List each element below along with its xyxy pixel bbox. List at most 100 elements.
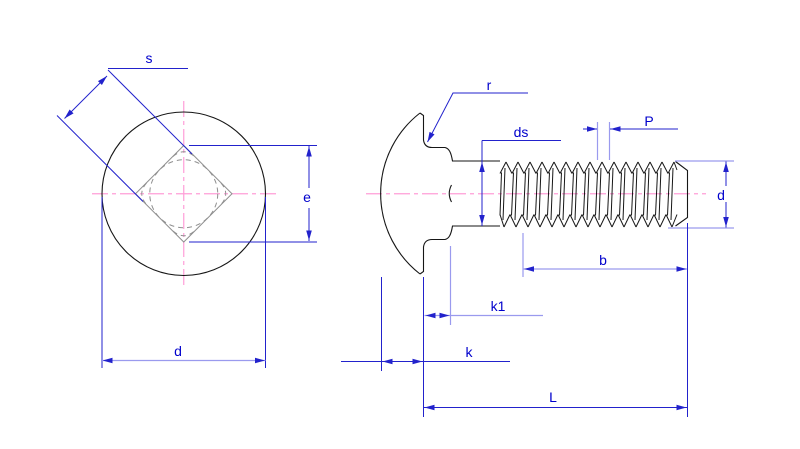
thread-hatching [499, 161, 678, 228]
thread-line [541, 161, 549, 174]
thread-line [647, 214, 655, 228]
arrowhead [676, 266, 687, 272]
thread-line [499, 172, 502, 216]
arrowhead [479, 215, 485, 225]
corner-arc-top [172, 151, 195, 157]
dim-label-l: L [549, 389, 557, 405]
thread-line [667, 161, 675, 174]
thread-line [598, 167, 602, 221]
arrowhead [412, 358, 423, 365]
thread-line [499, 161, 507, 174]
arrowhead [425, 312, 436, 319]
thread-line [517, 161, 525, 174]
dim-label-k: k [466, 344, 474, 360]
dim-label-d-head: d [174, 343, 182, 359]
thread-line [643, 161, 651, 174]
arrowhead [64, 109, 74, 119]
thread-line [599, 214, 607, 228]
thread-line [649, 161, 657, 174]
dim-d-thread: d [668, 160, 734, 229]
arrowhead [723, 217, 729, 227]
dim-label-b: b [599, 252, 607, 268]
head-dome-outline [380, 112, 421, 275]
thread-line [581, 214, 589, 228]
thread-line [551, 214, 559, 228]
thread-line [571, 172, 574, 216]
thread-line [623, 214, 631, 228]
thread-line [583, 161, 591, 174]
dim-label-ds: ds [514, 124, 529, 140]
thread-line [559, 172, 562, 216]
thread-line [625, 161, 633, 174]
arrowhead [427, 131, 435, 142]
thread-line [523, 172, 526, 216]
dim-label-e: e [303, 189, 311, 205]
dim-k: k [341, 277, 510, 371]
thread-line [629, 214, 637, 228]
thread-line [587, 214, 595, 228]
arrowhead [424, 404, 435, 411]
dim-label-s: s [146, 50, 153, 66]
thread-line [509, 214, 517, 228]
thread-line [607, 161, 615, 174]
dim-s: s [56, 50, 193, 202]
thread-line [673, 161, 678, 171]
thread-line [557, 214, 565, 228]
thread-line [526, 167, 530, 221]
thread-line [571, 161, 579, 174]
dim-label-p: P [644, 113, 653, 129]
thread-line [655, 172, 658, 216]
thread-line [529, 161, 537, 174]
head-front-view [92, 101, 277, 288]
thread-line [631, 161, 639, 174]
thread-line [553, 161, 561, 174]
thread-line [559, 161, 567, 174]
thread-line [631, 172, 634, 216]
head-neck-top-outline [419, 112, 500, 162]
s-dimension-line [64, 75, 108, 119]
dimension-arrowheads [64, 76, 729, 411]
corner-arc-right [220, 182, 227, 205]
arrowhead [676, 404, 687, 411]
thread-line [565, 161, 573, 174]
thread-line [547, 172, 550, 216]
arrowhead [255, 357, 265, 364]
thread-line [655, 161, 663, 174]
thread-line [617, 214, 625, 228]
thread-line [613, 161, 621, 174]
arrowhead [306, 230, 312, 241]
thread-line [523, 161, 531, 174]
dim-ds: ds [481, 124, 561, 226]
arrowhead [306, 146, 312, 157]
dim-label-k1: k1 [491, 298, 506, 314]
s-extension-line-1 [107, 69, 193, 155]
thread-line [667, 172, 670, 216]
head-neck-bottom-outline [419, 225, 500, 275]
thread-line [643, 172, 646, 216]
thread-line [527, 214, 535, 228]
thread-line [611, 214, 619, 228]
thread-line [659, 214, 667, 228]
thread-line [574, 167, 578, 221]
arrowhead [723, 162, 729, 172]
thread-line [619, 172, 622, 216]
thread-line [658, 167, 662, 221]
thread-line [575, 214, 583, 228]
corner-arc-bottom [172, 230, 195, 237]
thread-line [601, 161, 609, 174]
arrowhead [439, 312, 450, 319]
thread-line [533, 214, 541, 228]
dimensions: s e d r ds P [56, 50, 734, 417]
thread-line [538, 167, 542, 221]
arrowhead [479, 162, 485, 172]
bolt-side-view [366, 112, 706, 275]
neck-inscribed-circle-hidden [149, 159, 219, 229]
thread-line [595, 172, 598, 216]
thread-line [634, 167, 638, 221]
head-circle [101, 111, 267, 277]
thread-line [646, 167, 650, 221]
arrowhead [97, 76, 107, 86]
thread-line [514, 167, 518, 221]
